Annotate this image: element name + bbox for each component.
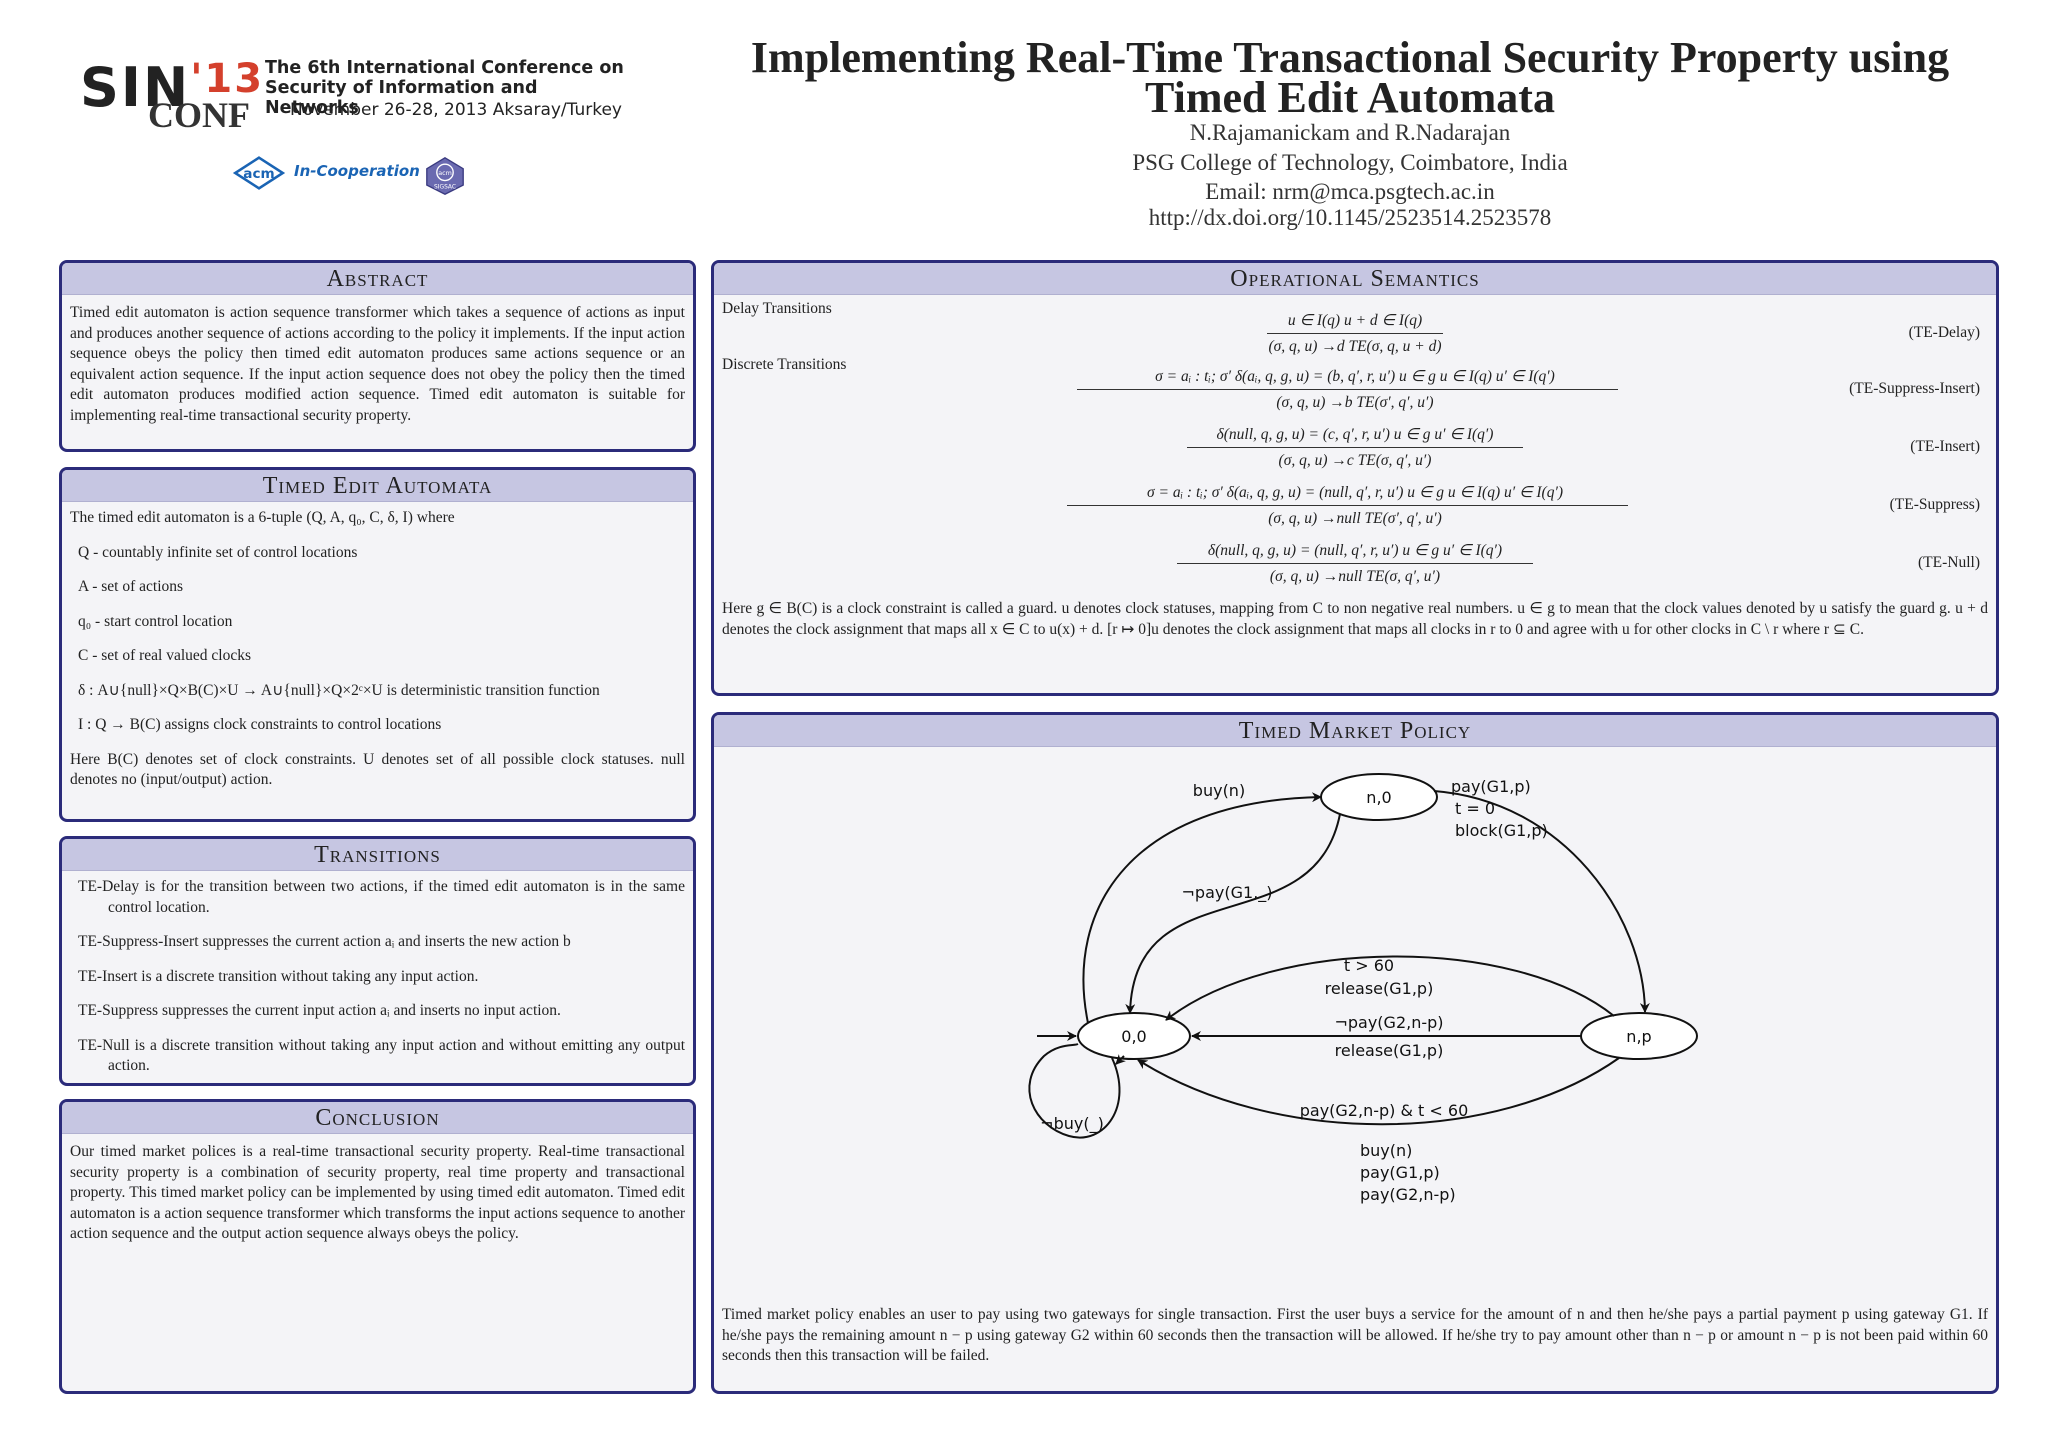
market-heading: Timed Market Policy [714,715,1996,747]
acm-logo-text: acm [243,166,274,182]
sigsac-label: SIGSAC [434,185,456,191]
conference-logo-block: SIN'13 CONF The 6th International Confer… [75,52,635,212]
rule-premise: δ(null, q, g, u) = (c, q′, r, u′) u ∈ g … [1216,426,1494,443]
rule-bar [1267,333,1443,334]
rule-conclusion: (σ, q, u) →b TE(σ′, q′, u′) [1276,394,1434,411]
tea-item-i: I : Q → B(C) assigns clock constraints t… [78,716,442,733]
conclusion-heading: Conclusion [62,1102,693,1134]
tea-item-q: Q - countably infinite set of control lo… [78,543,358,561]
rule-te-null: δ(null, q, g, u) = (null, q′, r, u′) u ∈… [722,539,1988,597]
rule-name: (TE-Insert) [1910,438,1980,455]
edge-not-pay-g1-label: ¬pay(G1,_) [1182,883,1273,903]
edge-not-buy-label: ¬buy(_) [1040,1114,1104,1134]
rule-name: (TE-Suppress) [1889,496,1980,513]
sin-conf-logo: SIN'13 [80,56,265,119]
state-n0-label: n,0 [1366,788,1391,807]
rule-name: (TE-Null) [1918,554,1980,571]
conference-title: The 6th International Conference on Secu… [265,58,624,118]
edge-not-pay-g2-label-1: ¬pay(G2,n-p) [1334,1013,1443,1032]
edge-pay-g1-label-1: pay(G1,p) [1451,777,1531,796]
tea-item-c: C - set of real valued clocks [78,647,252,664]
transition-te-suppress: TE-Suppress suppresses the current input… [78,1002,561,1019]
tea-item-a: A - set of actions [78,578,184,595]
transition-te-null: TE-Null is a discrete transition without… [78,1036,685,1075]
edge-pay-g2 [1137,1057,1620,1126]
timed-edit-automata-panel: Timed Edit Automata The timed edit autom… [59,467,696,822]
semantics-heading: Operational Semantics [714,263,1996,295]
rule-name: (TE-Delay) [1908,324,1980,341]
conclusion-panel: Conclusion Our timed market polices is a… [59,1099,696,1394]
poster-title: Implementing Real-Time Transactional Sec… [750,33,1950,122]
rule-premise: δ(null, q, g, u) = (null, q′, r, u′) u ∈… [1207,542,1503,559]
rule-conclusion: (σ, q, u) →c TE(σ, q′, u′) [1278,452,1432,469]
edge-not-pay-g2-label-2: release(G1,p) [1335,1041,1444,1060]
transition-te-delay: TE-Delay is for the transition between t… [78,878,685,916]
rule-te-insert: δ(null, q, g, u) = (c, q′, r, u′) u ∈ g … [722,423,1988,481]
rule-premise: u ∈ I(q) u + d ∈ I(q) [1287,312,1423,329]
state-np-label: n,p [1626,1027,1651,1046]
tea-item-q0: q₀ - start control location [78,612,233,630]
poster-header: Implementing Real-Time Transactional Sec… [700,33,2000,230]
rule-conclusion: (σ, q, u) →null TE(σ, q′, u′) [1269,568,1441,585]
transition-te-insert: TE-Insert is a discrete transition witho… [78,967,479,985]
rule-premise: σ = aᵢ : tᵢ; σ′ δ(aᵢ, q, g, u) = (b, q′,… [1155,368,1555,385]
edge-pay-g2-label-1: pay(G2,n-p) & t < 60 [1300,1101,1469,1120]
state-00-label: 0,0 [1121,1027,1146,1046]
edge-release-label-1: t > 60 [1344,956,1394,975]
rule-name: (TE-Suppress-Insert) [1849,380,1980,397]
affiliation: PSG College of Technology, Coimbatore, I… [1132,150,1568,175]
semantics-footer: Here g ∈ B(C) is a clock constraint is c… [722,600,1988,638]
edge-pay-g2-label-3: pay(G1,p) [1360,1163,1440,1182]
abstract-panel: Abstract Timed edit automaton is action … [59,260,696,452]
edge-pay-g1-label-2: t = 0 [1455,799,1495,818]
market-description: Timed market policy enables an user to p… [722,1306,1988,1364]
timed-market-policy-panel: Timed Market Policy n,0 0,0 n,p buy(n) p… [711,712,1999,1394]
rule-te-suppress: σ = aᵢ : tᵢ; σ′ δ(aᵢ, q, g, u) = (null, … [722,481,1988,539]
rule-bar [1187,447,1523,448]
tea-item-delta: δ : A∪{null}×Q×B(C)×U → A∪{null}×Q×2ᶜ×U … [78,681,600,699]
rule-te-delay: u ∈ I(q) u + d ∈ I(q) (σ, q, u) →d TE(σ,… [722,309,1988,355]
discrete-transitions-label: Discrete Transitions [722,356,847,373]
edge-release-label-2: release(G1,p) [1325,979,1434,998]
acm-cooperation-label: In-Cooperation [294,162,420,180]
tea-intro: The timed edit automaton is a 6-tuple (Q… [70,509,455,526]
rule-premise: σ = aᵢ : tᵢ; σ′ δ(aᵢ, q, g, u) = (null, … [1146,484,1564,501]
rule-conclusion: (σ, q, u) →null TE(σ′, q′, u′) [1268,510,1442,527]
tea-heading: Timed Edit Automata [62,470,693,502]
edge-not-pay-g1 [1125,813,1341,1014]
abstract-heading: Abstract [62,263,693,295]
edge-buy-label: buy(n) [1193,781,1245,800]
sigsac-badge-icon: acm SIGSAC [426,157,464,195]
rule-te-suppress-insert: σ = aᵢ : tᵢ; σ′ δ(aᵢ, q, g, u) = (b, q′,… [722,365,1988,423]
rule-bar [1077,389,1618,390]
rule-bar [1067,505,1628,506]
doi-link[interactable]: http://dx.doi.org/10.1145/2523514.252357… [1148,205,1552,230]
delay-transitions-label: Delay Transitions [722,300,832,317]
transition-te-suppress-insert: TE-Suppress-Insert suppresses the curren… [78,933,571,950]
edge-pay-g1-label-3: block(G1,p) [1455,821,1548,840]
operational-semantics-panel: Operational Semantics Delay Transitions … [711,260,1999,696]
svg-text:acm: acm [438,170,452,177]
edge-release [1165,955,1615,1021]
transitions-panel: Transitions TE-Delay is for the transiti… [59,836,696,1086]
rule-bar [1177,563,1533,564]
edge-pay-g2-label-2: buy(n) [1360,1141,1412,1160]
edge-pay-g2-label-4: pay(G2,n-p) [1360,1185,1456,1204]
conference-date: November 26-28, 2013 Aksaray/Turkey [290,100,622,120]
edge-pay-g1 [1433,790,1650,1013]
authors: N.Rajamanickam and R.Nadarajan [1189,120,1511,145]
conclusion-text: Our timed market polices is a real-time … [70,1143,685,1242]
transitions-heading: Transitions [62,839,693,871]
acm-logo-icon: acm [232,156,286,190]
edge-buy [1082,792,1322,1024]
conf-logo-text: CONF [148,95,250,135]
market-state-diagram: n,0 0,0 n,p buy(n) pay(G1,p) t = 0 block… [1028,773,1698,1204]
email: Email: nrm@mca.psgtech.ac.in [1205,179,1495,204]
tea-footer: Here B(C) denotes set of clock constrain… [70,750,685,789]
edge-not-buy-loop [1028,1043,1121,1139]
abstract-text: Timed edit automaton is action sequence … [70,304,685,424]
rule-conclusion: (σ, q, u) →d TE(σ, q, u + d) [1268,338,1442,355]
